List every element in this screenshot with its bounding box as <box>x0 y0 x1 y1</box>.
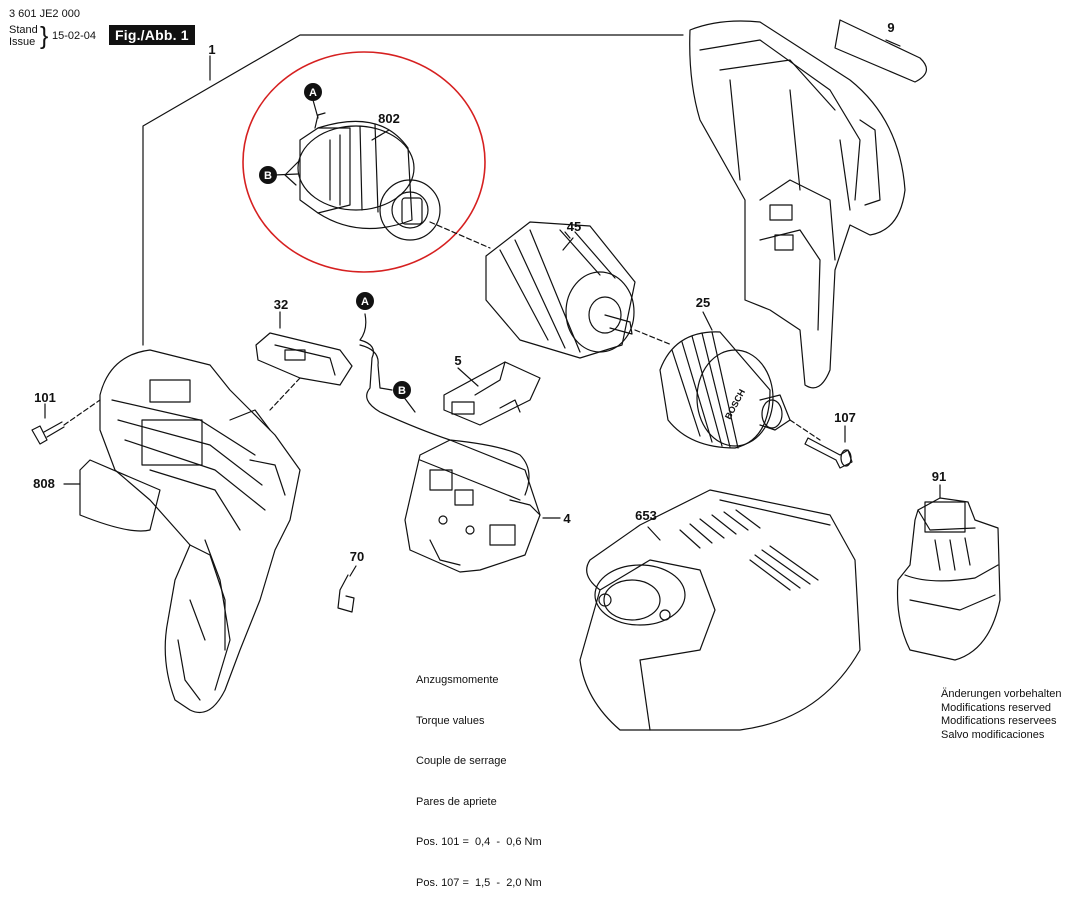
torque-heading-en: Torque values <box>416 714 485 727</box>
label-strip-808 <box>79 459 161 532</box>
connector-label: A <box>309 87 317 99</box>
connector-label: B <box>398 385 406 397</box>
part-number-70: 70 <box>350 549 364 564</box>
connector-a-top: A <box>304 83 322 101</box>
connector-a-wire: A <box>356 292 374 310</box>
torque-value-101: Pos. 101 = 0,4 - 0,6 Nm <box>416 836 542 848</box>
connector-b-wire: B <box>393 381 411 399</box>
part-number-5: 5 <box>454 353 461 368</box>
torque-heading-fr: Couple de serrage <box>416 755 507 767</box>
part-number-808: 808 <box>33 476 55 491</box>
gearbox-45 <box>485 221 673 359</box>
stand-label: Stand <box>9 24 38 36</box>
chuck-brand: BOSCH <box>723 388 747 421</box>
issue-label: Issue <box>9 36 36 48</box>
housing-1 <box>99 349 301 714</box>
modifications-de: Änderungen vorbehalten <box>941 688 1062 700</box>
motor-802 <box>284 112 491 249</box>
part-number-4: 4 <box>563 511 571 526</box>
modifications-note: Änderungen vorbehalten Modifications res… <box>941 688 1061 742</box>
connector-b-top: B <box>259 166 277 184</box>
torque-value-107: Pos. 107 = 1,5 - 2,0 Nm <box>416 876 542 889</box>
chuck-25 <box>659 331 821 449</box>
modifications-en: Modifications reserved <box>941 701 1052 714</box>
part-number-107: 107 <box>834 410 856 425</box>
part-number-32: 32 <box>274 297 288 312</box>
switch-4 <box>404 439 541 573</box>
screw-107 <box>804 437 853 469</box>
part-number-1: 1 <box>208 42 215 57</box>
switch-cover-32 <box>255 332 353 411</box>
part-number-101: 101 <box>34 390 56 405</box>
connector-label: A <box>361 296 369 308</box>
contact-5 <box>443 361 541 426</box>
charger-653 <box>579 489 861 731</box>
figure-label: Fig./Abb. 1 <box>109 25 195 45</box>
part-number-25: 25 <box>696 295 710 310</box>
issue-date: 15-02-04 <box>52 30 97 42</box>
doc-number: 3 601 JE2 000 <box>9 8 80 20</box>
screw-101 <box>31 399 101 445</box>
leader-line-1 <box>142 34 684 346</box>
part-number-45: 45 <box>567 219 581 234</box>
wire-harness <box>359 313 530 496</box>
modifications-es: Salvo modificaciones <box>941 728 1045 741</box>
part-number-802: 802 <box>378 111 400 126</box>
torque-values-block: Anzugsmomente Torque values Couple de se… <box>416 647 542 904</box>
exploded-view-drawing: A B A B BOSCH 1 802 45 25 9 32 5 4 101 8… <box>31 19 1001 731</box>
clip-70 <box>337 574 355 613</box>
highlight-circle <box>242 51 486 273</box>
connector-label: B <box>264 170 272 182</box>
part-number-9: 9 <box>887 20 894 35</box>
part-number-91: 91 <box>932 469 946 484</box>
battery-91 <box>896 497 1001 661</box>
label-strip-9 <box>834 19 927 83</box>
housing-9 <box>689 20 906 389</box>
torque-heading-de: Anzugsmomente <box>416 674 499 686</box>
torque-heading-es: Pares de apriete <box>416 795 497 808</box>
modifications-fr: Modifications reservees <box>941 715 1057 727</box>
header-brace: } <box>40 22 49 50</box>
part-number-653: 653 <box>635 508 657 523</box>
